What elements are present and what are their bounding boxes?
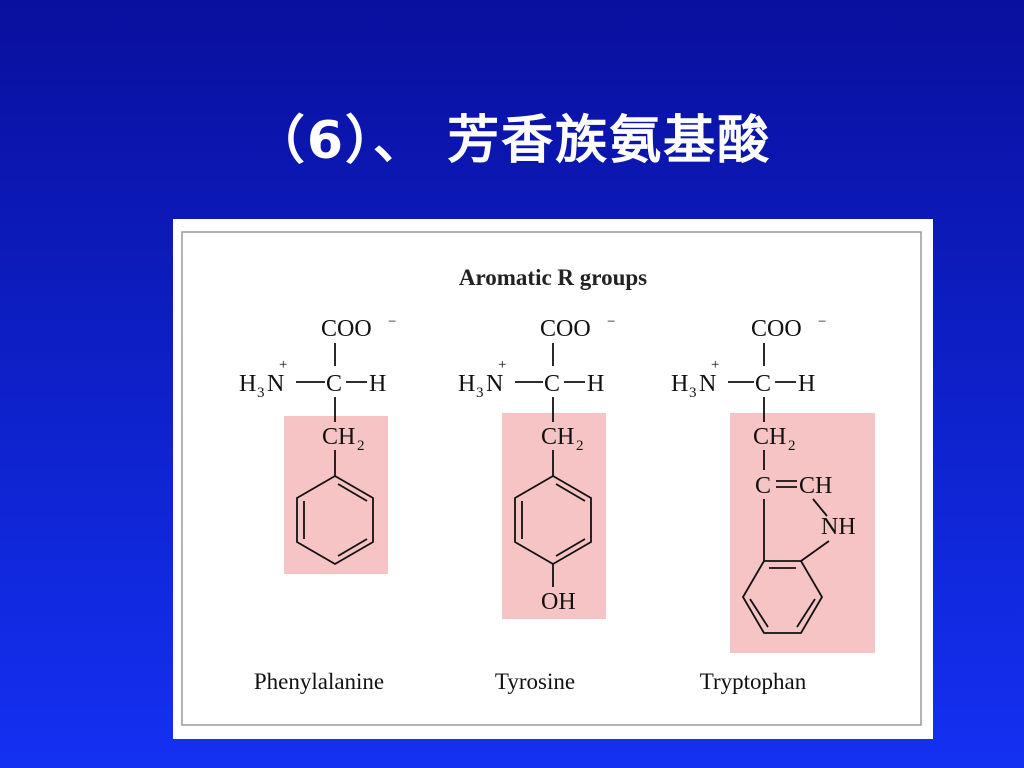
ring-double-bond <box>749 598 769 628</box>
indole-c-label: C <box>755 473 771 499</box>
alpha-carbon-label: C <box>544 371 560 397</box>
benzene-ring <box>296 474 374 566</box>
alpha-h-label: H <box>587 371 604 397</box>
amine-charge: + <box>279 357 287 373</box>
structure-diagram: Aromatic R groups COO − H 3 N + C H CH 2 <box>181 231 922 726</box>
amine-n-label: N <box>486 371 503 397</box>
ring-double-bond <box>796 598 816 628</box>
indole-benzene-ring <box>741 560 824 634</box>
tyrosine-structure: COO − H 3 N + C H CH 2 OH Tyrosine <box>458 314 615 694</box>
methylene-label: CH <box>753 424 786 450</box>
carboxylate-charge: − <box>388 314 396 330</box>
tyrosine-label: Tyrosine <box>495 669 575 694</box>
bond-ch-nh <box>812 498 828 517</box>
amine-subscript: 3 <box>476 385 484 401</box>
ring-double-bond <box>555 538 586 557</box>
alpha-h-label: H <box>798 371 815 397</box>
carboxylate-label: COO <box>321 316 372 342</box>
tryptophan-structure: COO − H 3 N + C H CH 2 C CH NH <box>671 314 875 694</box>
amine-n-label: N <box>699 371 716 397</box>
methylene-subscript: 2 <box>576 438 584 454</box>
amine-charge: + <box>498 357 506 373</box>
ring-double-bond <box>337 483 368 502</box>
amine-charge: + <box>711 357 719 373</box>
amine-subscript: 3 <box>257 385 265 401</box>
phenylalanine-label: Phenylalanine <box>254 669 384 694</box>
alpha-carbon-label: C <box>326 371 342 397</box>
alpha-carbon-label: C <box>755 371 771 397</box>
tyrosine-r-group-highlight <box>502 413 606 619</box>
methylene-subscript: 2 <box>788 438 796 454</box>
figure-heading: Aromatic R groups <box>459 265 647 290</box>
phenylalanine-structure: COO − H 3 N + C H CH 2 Phenylalanine <box>239 314 396 694</box>
tryptophan-r-group-highlight <box>730 413 875 653</box>
ring-double-bond <box>555 483 586 502</box>
alpha-h-label: H <box>369 371 386 397</box>
methylene-label: CH <box>541 424 574 450</box>
methylene-label: CH <box>322 424 355 450</box>
carboxylate-charge: − <box>818 314 826 330</box>
slide-title: （6）、 芳香族氨基酸 <box>252 111 772 171</box>
carboxylate-label: COO <box>540 316 591 342</box>
hydroxyl-label: OH <box>541 589 576 615</box>
ring-double-bond <box>337 538 368 557</box>
amine-h-label: H <box>458 371 475 397</box>
indole-ch-label: CH <box>799 473 832 499</box>
methylene-subscript: 2 <box>357 438 365 454</box>
amine-h-label: H <box>671 371 688 397</box>
amine-n-label: N <box>267 371 284 397</box>
figure-frame <box>181 231 922 726</box>
tryptophan-label: Tryptophan <box>700 669 807 694</box>
amine-h-label: H <box>239 371 256 397</box>
bond-nh-ring <box>800 540 830 562</box>
carboxylate-charge: − <box>607 314 615 330</box>
indole-nh-label: NH <box>821 514 856 540</box>
carboxylate-label: COO <box>751 316 802 342</box>
aromatic-r-groups-figure: Aromatic R groups COO − H 3 N + C H CH 2 <box>173 219 933 739</box>
amine-subscript: 3 <box>689 385 697 401</box>
